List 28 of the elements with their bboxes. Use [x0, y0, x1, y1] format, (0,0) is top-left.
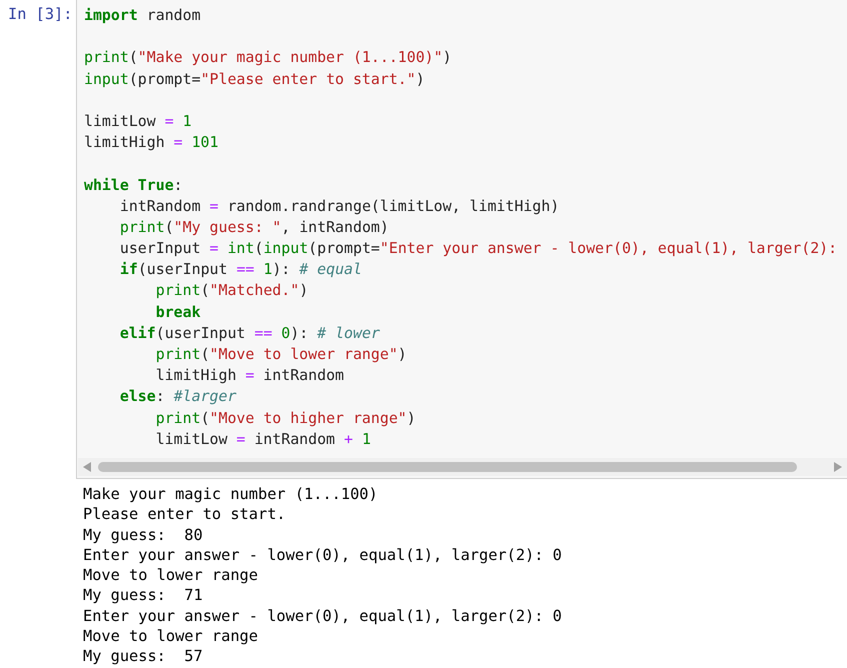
- output-line: Enter your answer - lower(0), equal(1), larger(2): 0: [83, 544, 562, 566]
- code-line: limitLow = 1: [84, 110, 192, 132]
- code-line: limitLow = intRandom + 1: [154, 428, 371, 450]
- code-line: else: #larger: [118, 386, 236, 408]
- code-line: limitHigh = 101: [84, 132, 218, 154]
- code-line: print("Move to higher range"): [154, 408, 416, 429]
- code-line: input(prompt="Please enter to start."): [84, 68, 425, 90]
- code-line: break: [154, 302, 201, 323]
- output-line: Make your magic number (1...100): [83, 484, 378, 504]
- code-line: if(userInput == 1): # equal: [118, 259, 362, 280]
- output-line: My guess: 57: [83, 646, 203, 667]
- output-line: Move to lower range: [83, 626, 258, 646]
- code-line: elif(userInput == 0): # lower: [118, 322, 380, 344]
- input-prompt: In [3]:: [8, 4, 72, 25]
- code-line: print("Make your magic number (1...100)"): [84, 47, 452, 68]
- code-line: intRandom = random.randrange(limitLow, limitHigh): [118, 196, 560, 217]
- code-line: print("My guess: ", intRandom): [118, 216, 389, 238]
- code-line: print("Move to lower range"): [154, 344, 407, 365]
- output-line: Move to lower range: [83, 565, 258, 586]
- output-line: Enter your answer - lower(0), equal(1), larger(2): 0: [83, 606, 562, 626]
- output-line: My guess: 80: [83, 524, 203, 545]
- code-line: while True:: [84, 174, 183, 196]
- code-line: import random: [84, 5, 201, 26]
- output-line: Please enter to start.: [83, 504, 286, 525]
- code-line: limitHigh = intRandom: [154, 365, 344, 386]
- code-line: userInput = int(input(prompt="Enter your answer - lower(0), equal(1), larger(2):: [118, 238, 838, 260]
- code-line: print("Matched."): [154, 280, 308, 302]
- output-line: My guess: 71: [83, 585, 203, 606]
